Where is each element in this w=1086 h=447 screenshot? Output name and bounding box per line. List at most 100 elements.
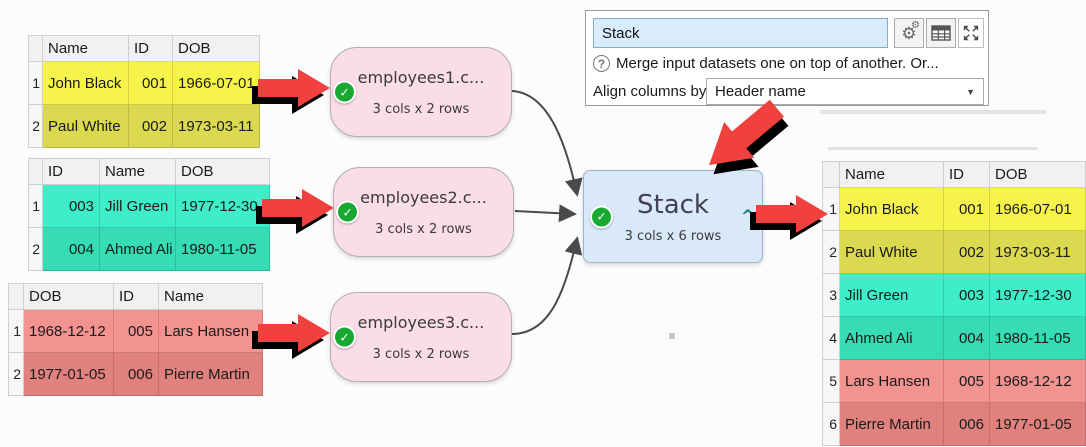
ok-status-icon: ✓ bbox=[333, 325, 356, 349]
cell: 1966-07-01 bbox=[173, 62, 260, 105]
maximize-button[interactable] bbox=[958, 18, 984, 48]
cell: 1966-07-01 bbox=[990, 188, 1086, 231]
row-number: 6 bbox=[822, 403, 840, 446]
cell: 005 bbox=[944, 360, 990, 403]
help-icon[interactable]: ? bbox=[593, 55, 610, 72]
output-table: Name ID DOB 1 John Black 001 1966-07-01 … bbox=[822, 161, 1086, 446]
annotation-arrow bbox=[252, 314, 330, 359]
description-text: Merge input datasets one on top of anoth… bbox=[616, 55, 939, 72]
cell: Pierre Martin bbox=[159, 353, 263, 396]
row-number: 3 bbox=[822, 274, 840, 317]
ok-status-icon: ✓ bbox=[336, 200, 359, 224]
annotation-arrow bbox=[256, 189, 334, 234]
gear-icon: ⚙ bbox=[911, 20, 920, 31]
selected-option: Header name bbox=[715, 83, 806, 100]
column-header: ID bbox=[43, 158, 100, 185]
column-header: Name bbox=[100, 158, 176, 185]
corner-cell bbox=[28, 35, 43, 62]
cell: 1980-11-05 bbox=[990, 317, 1086, 360]
canvas-grid-dot bbox=[669, 333, 675, 339]
cell: John Black bbox=[43, 62, 129, 105]
chevron-down-icon: ▼ bbox=[966, 86, 975, 97]
cell: 1973-03-11 bbox=[173, 105, 260, 148]
corner-cell bbox=[8, 283, 24, 310]
transform-description: ? Merge input datasets one on top of ano… bbox=[593, 55, 939, 72]
torn-edge bbox=[820, 110, 1046, 114]
cell: 1977-12-30 bbox=[990, 274, 1086, 317]
annotation-arrow bbox=[750, 195, 828, 240]
row-number: 2 bbox=[8, 353, 24, 396]
node-employees2[interactable]: ✓ employees2.c... 3 cols x 2 rows bbox=[333, 167, 514, 257]
cell: 1977-01-05 bbox=[990, 403, 1086, 446]
transform-options-panel: Stack ⚙ ⚙ bbox=[585, 10, 989, 106]
transform-name-input[interactable]: Stack bbox=[593, 18, 888, 48]
cell: 005 bbox=[114, 310, 159, 353]
cell: 001 bbox=[944, 188, 990, 231]
cell: 1973-03-11 bbox=[990, 231, 1086, 274]
cell: Ahmed Ali bbox=[840, 317, 944, 360]
row-number: 1 bbox=[28, 62, 43, 105]
table-row: 2 004 Ahmed Ali 1980-11-05 bbox=[28, 228, 270, 271]
column-header: Name bbox=[159, 283, 263, 310]
collapse-caret-icon[interactable]: ^ bbox=[740, 206, 755, 227]
cell: Lars Hansen bbox=[840, 360, 944, 403]
cell: 1968-12-12 bbox=[24, 310, 114, 353]
node-title: employees2.c... bbox=[360, 187, 487, 207]
gear-icon: ⚙ bbox=[901, 23, 917, 43]
align-columns-select[interactable]: Header name ▼ bbox=[706, 78, 984, 105]
ok-status-icon: ✓ bbox=[333, 80, 356, 104]
table-row: 1 John Black 001 1966-07-01 bbox=[822, 188, 1086, 231]
table-row: 3 Jill Green 003 1977-12-30 bbox=[822, 274, 1086, 317]
row-number: 1 bbox=[8, 310, 24, 353]
column-header: ID bbox=[944, 161, 990, 188]
column-header: ID bbox=[114, 283, 159, 310]
column-header: Name bbox=[840, 161, 944, 188]
cell: John Black bbox=[840, 188, 944, 231]
cell: Pierre Martin bbox=[840, 403, 944, 446]
table-row: 1 003 Jill Green 1977-12-30 bbox=[28, 185, 270, 228]
cell: Ahmed Ali bbox=[100, 228, 176, 271]
node-stack[interactable]: ✓ Stack 3 cols x 6 rows ^ bbox=[583, 170, 763, 263]
node-title: employees1.c... bbox=[357, 67, 485, 87]
cell: 1977-12-30 bbox=[176, 185, 270, 228]
table-row: 5 Lars Hansen 005 1968-12-12 bbox=[822, 360, 1086, 403]
row-number: 2 bbox=[28, 105, 43, 148]
cell: 1977-01-05 bbox=[24, 353, 114, 396]
cell: 002 bbox=[129, 105, 173, 148]
table-icon bbox=[931, 25, 951, 41]
row-number: 4 bbox=[822, 317, 840, 360]
node-title: Stack bbox=[637, 189, 709, 220]
cell: 003 bbox=[944, 274, 990, 317]
node-size-label: 3 cols x 2 rows bbox=[372, 101, 470, 117]
node-employees3[interactable]: ✓ employees3.c... 3 cols x 2 rows bbox=[330, 292, 512, 382]
node-employees1[interactable]: ✓ employees1.c... 3 cols x 2 rows bbox=[330, 47, 512, 137]
annotation-arrow bbox=[252, 69, 330, 114]
settings-button[interactable]: ⚙ ⚙ bbox=[894, 18, 924, 48]
row-number: 2 bbox=[822, 231, 840, 274]
row-number: 1 bbox=[822, 188, 840, 231]
node-size-label: 3 cols x 2 rows bbox=[372, 346, 470, 362]
node-title: employees3.c... bbox=[357, 312, 485, 332]
cell: 006 bbox=[944, 403, 990, 446]
column-header: DOB bbox=[990, 161, 1086, 188]
show-table-button[interactable] bbox=[926, 18, 956, 48]
cell: 002 bbox=[944, 231, 990, 274]
cell: 004 bbox=[43, 228, 100, 271]
cell: Jill Green bbox=[840, 274, 944, 317]
ok-status-icon: ✓ bbox=[590, 205, 613, 228]
align-columns-label: Align columns by: bbox=[593, 83, 711, 100]
column-header: Name bbox=[43, 35, 129, 62]
cell: 1980-11-05 bbox=[176, 228, 270, 271]
row-number: 1 bbox=[28, 185, 43, 228]
input-table-2: ID Name DOB 1 003 Jill Green 1977-12-30 … bbox=[28, 158, 270, 271]
table-row: 2 Paul White 002 1973-03-11 bbox=[822, 231, 1086, 274]
column-header: DOB bbox=[176, 158, 270, 185]
table-row: 2 Paul White 002 1973-03-11 bbox=[28, 105, 260, 148]
column-header: DOB bbox=[173, 35, 260, 62]
cell: Paul White bbox=[840, 231, 944, 274]
corner-cell bbox=[28, 158, 43, 185]
node-size-label: 3 cols x 2 rows bbox=[375, 221, 472, 237]
torn-edge bbox=[828, 147, 1038, 150]
table-row: 6 Pierre Martin 006 1977-01-05 bbox=[822, 403, 1086, 446]
expand-icon bbox=[963, 25, 979, 41]
